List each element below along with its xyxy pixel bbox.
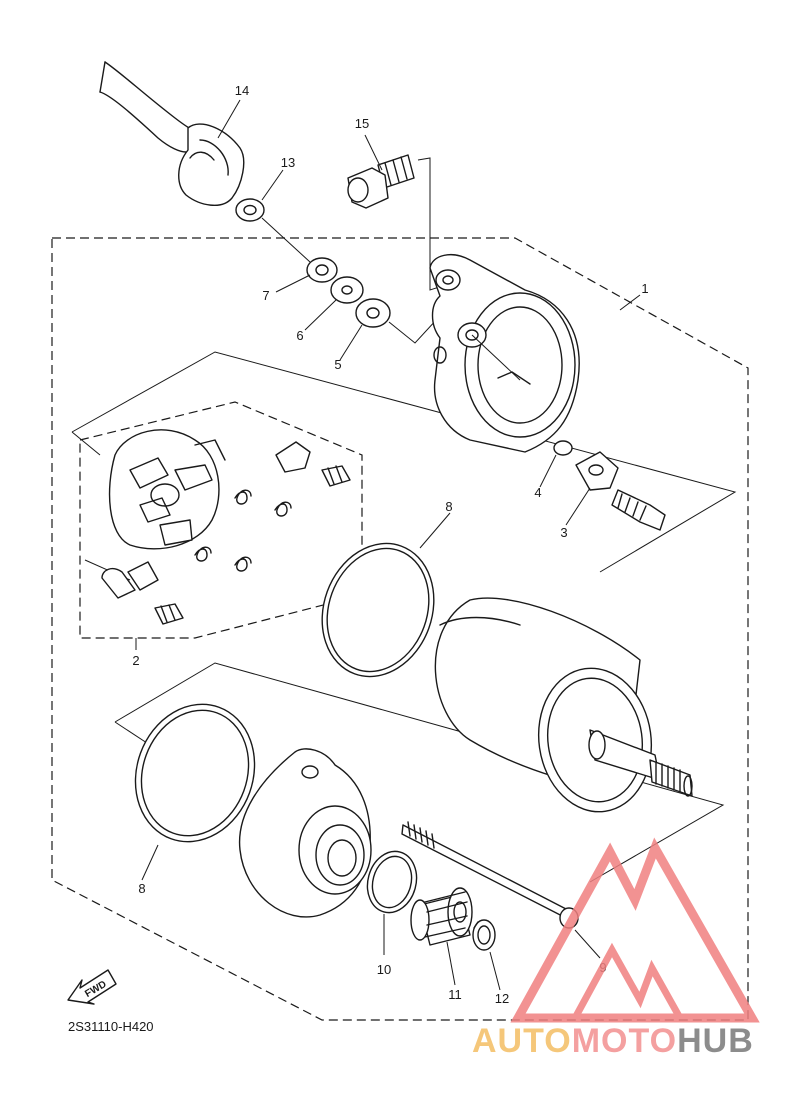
callout-10: 10 <box>377 962 391 977</box>
watermark-moto: MOTO <box>572 1022 677 1060</box>
callout-8-upper: 8 <box>445 499 452 514</box>
callout-13: 13 <box>281 155 295 170</box>
callout-15: 15 <box>355 116 369 131</box>
diagram-code: 2S31110-H420 <box>68 1019 154 1034</box>
watermark-text: AUTOMOTOHUB <box>472 1022 754 1060</box>
callout-11: 11 <box>448 987 462 1002</box>
fwd-arrow-icon: FWD <box>67 969 117 1005</box>
callout-labels: 1 2 3 4 5 6 7 8 8 9 10 11 12 13 14 15 <box>132 83 648 1006</box>
brush-a-part <box>275 441 311 473</box>
watermark-hub: HUB <box>677 1022 754 1060</box>
callout-3: 3 <box>560 525 567 540</box>
gear-11-part <box>410 887 473 946</box>
rear-cover-part <box>238 748 372 918</box>
leader-lines <box>135 99 641 991</box>
front-cover-part <box>429 254 580 453</box>
washer-6-part <box>330 276 364 304</box>
o-ring-8-upper-part <box>321 542 435 678</box>
o-ring-10-part <box>366 850 418 914</box>
brush-holder-part <box>101 429 351 625</box>
o-ring-4-part <box>553 440 573 456</box>
o-ring-8-lower-part <box>134 703 256 843</box>
callout-8-lower: 8 <box>138 881 145 896</box>
group-outline-main <box>51 237 749 1021</box>
watermark-auto: AUTO <box>472 1022 572 1060</box>
callout-6: 6 <box>296 328 303 343</box>
bolt-15-part <box>347 154 415 209</box>
automotohub-logo-icon <box>510 837 760 1023</box>
callout-12: 12 <box>495 991 509 1006</box>
callout-5: 5 <box>334 357 341 372</box>
callout-2: 2 <box>132 653 139 668</box>
terminal-3-part <box>575 451 666 531</box>
washer-5-part <box>355 298 391 328</box>
brush-b-part <box>127 561 159 591</box>
callout-14: 14 <box>235 83 249 98</box>
clip-12-part <box>472 919 496 951</box>
callout-7: 7 <box>262 288 269 303</box>
lead-wire-part <box>99 61 245 206</box>
callout-4: 4 <box>534 485 541 500</box>
callout-1: 1 <box>641 281 648 296</box>
washer-13-part <box>235 198 265 222</box>
nut-7-part <box>306 257 338 283</box>
yoke-armature-part <box>434 597 693 813</box>
